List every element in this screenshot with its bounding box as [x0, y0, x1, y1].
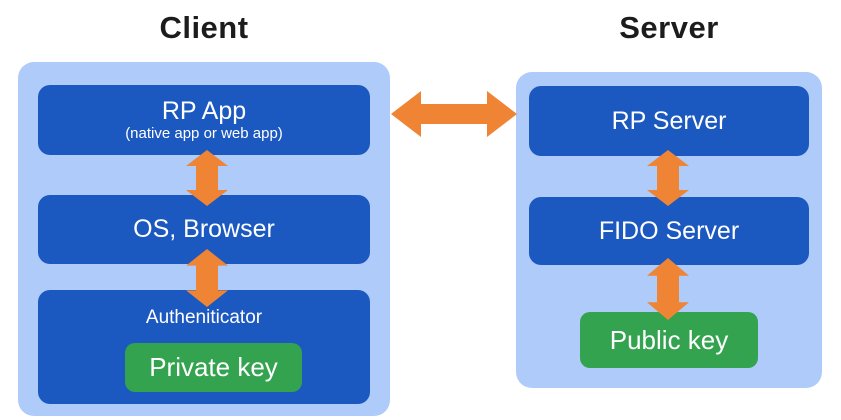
rp-app-os-browser-arrow-icon: [186, 150, 228, 206]
rp-server-label: RP Server: [611, 106, 727, 135]
authenticator-label: Autheniticator: [145, 307, 263, 328]
server-title: Server: [619, 10, 719, 45]
fido-server-public-key-arrow-icon: [647, 258, 689, 320]
fido-server-box: FIDO Server: [529, 197, 809, 265]
fido-server-label: FIDO Server: [598, 216, 740, 245]
double-arrow-vertical-icon: [647, 150, 689, 206]
client-container: RP App (native app or web app) OS, Brows…: [18, 62, 390, 416]
rp-server-box: RP Server: [529, 86, 809, 156]
os-browser-authenticator-arrow-icon: [186, 249, 228, 307]
rp-app-box: RP App (native app or web app): [38, 85, 370, 155]
public-key-box: Public key: [580, 312, 758, 368]
rp-app-label: RP App: [161, 96, 247, 125]
double-arrow-vertical-icon: [186, 150, 228, 206]
double-arrow-horizontal-icon: [391, 91, 517, 137]
server-container: RP Server FIDO Server Public key: [516, 72, 822, 388]
rp-server-fido-server-arrow-icon: [647, 150, 689, 206]
public-key-label: Public key: [609, 324, 729, 355]
double-arrow-vertical-icon: [647, 258, 689, 320]
private-key-box: Private key: [125, 343, 302, 392]
double-arrow-vertical-icon: [186, 249, 228, 307]
client-title: Client: [159, 10, 249, 45]
os-browser-label: OS, Browser: [133, 215, 275, 244]
client-server-arrow-icon: [391, 87, 517, 141]
private-key-label: Private key: [149, 352, 278, 382]
rp-app-sublabel: (native app or web app): [125, 125, 283, 143]
authenticator-box: Autheniticator Private key: [38, 290, 370, 404]
